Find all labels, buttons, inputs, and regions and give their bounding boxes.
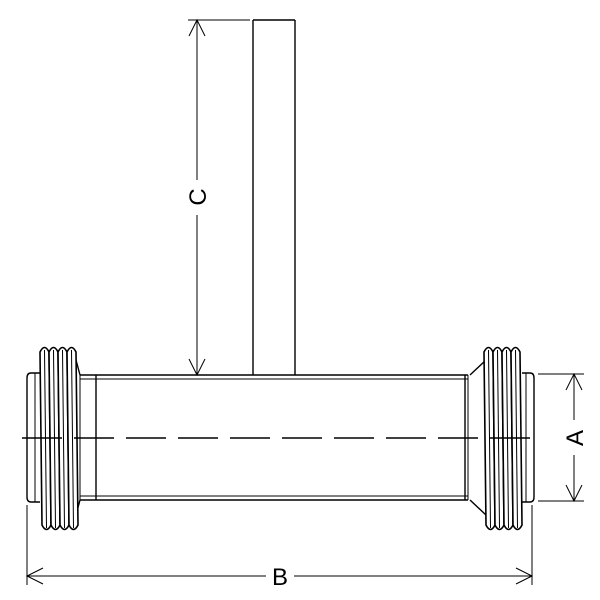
dimension-c-label: C — [185, 188, 212, 205]
thread-line — [488, 349, 491, 529]
main-pipe — [79, 374, 469, 501]
dimension-c: C — [185, 18, 250, 377]
dimension-a-label: A — [562, 430, 589, 446]
thread-line — [497, 349, 500, 529]
thread-line — [71, 349, 74, 529]
thread-line — [44, 349, 47, 529]
thread-line — [53, 349, 56, 529]
thread-line — [62, 349, 65, 529]
branch-pipe — [252, 19, 296, 375]
thread-line — [506, 349, 509, 529]
dimension-b-label: B — [272, 564, 288, 591]
dimension-a: A — [538, 372, 589, 503]
thread-line — [515, 349, 518, 529]
dimension-b: B — [25, 505, 534, 591]
